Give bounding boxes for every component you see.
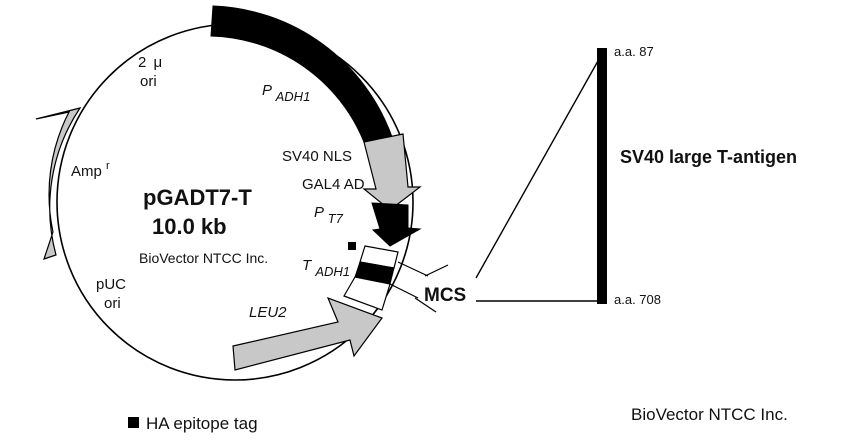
insert-line-top xyxy=(475,51,604,279)
svg-text:P T7: P T7 xyxy=(314,204,344,226)
svg-text:Amp r: Amp r xyxy=(71,160,110,180)
mcs-line-bottom-tick xyxy=(414,297,437,313)
legend-ha-square xyxy=(128,417,139,428)
mcs-line-top-tick xyxy=(424,264,449,277)
amp-sup: r xyxy=(106,160,110,172)
plasmid-size: 10.0 kb xyxy=(152,214,227,239)
sv40-nls-label: SV40 NLS xyxy=(282,148,352,165)
padh1-sub: ADH1 xyxy=(275,89,311,104)
pt7-sub: T7 xyxy=(328,211,344,226)
leu2-label: LEU2 xyxy=(249,304,287,321)
insert-title: SV40 large T-antigen xyxy=(620,147,797,167)
legend-ha-label: HA epitope tag xyxy=(146,414,258,433)
two-micron-ori-label: ori xyxy=(140,73,157,90)
gal4-ad-label: GAL4 AD xyxy=(302,176,365,193)
tadh1-sub: ADH1 xyxy=(314,264,350,279)
puc-ori-label: ori xyxy=(104,295,121,312)
company-label: BioVector NTCC Inc. xyxy=(139,250,268,266)
amp-arrow xyxy=(35,107,82,260)
mcs-line-top xyxy=(397,261,429,277)
watermark-text: BioVector NTCC Inc. xyxy=(631,405,788,424)
two-micron-number: 2 xyxy=(138,54,146,71)
mcs-label: MCS xyxy=(424,285,466,306)
tadh1-box xyxy=(343,276,391,311)
svg-text:P ADH1: P ADH1 xyxy=(262,82,310,104)
mcs-line-bottom xyxy=(389,283,419,299)
pt7-main: P xyxy=(314,204,324,221)
svg-text:T ADH1: T ADH1 xyxy=(302,257,350,279)
svg-text:2 μ: 2 μ xyxy=(138,54,162,71)
tadh1-main: T xyxy=(302,257,313,274)
ha-tag-marker xyxy=(348,242,356,250)
padh1-segment xyxy=(210,5,393,143)
leu2-arrow xyxy=(232,296,383,371)
gal4-ad-arrow xyxy=(362,133,422,211)
amp-main: Amp xyxy=(71,163,102,180)
two-micron-unit: μ xyxy=(154,54,163,71)
plasmid-name: pGADT7-T xyxy=(143,185,252,210)
insert-end-label: a.a. 708 xyxy=(614,292,661,307)
puc-label: pUC xyxy=(96,276,126,293)
padh1-main: P xyxy=(262,82,272,99)
insert-bar xyxy=(597,48,607,304)
pt7-arrow xyxy=(371,202,422,247)
insert-start-label: a.a. 87 xyxy=(614,44,654,59)
